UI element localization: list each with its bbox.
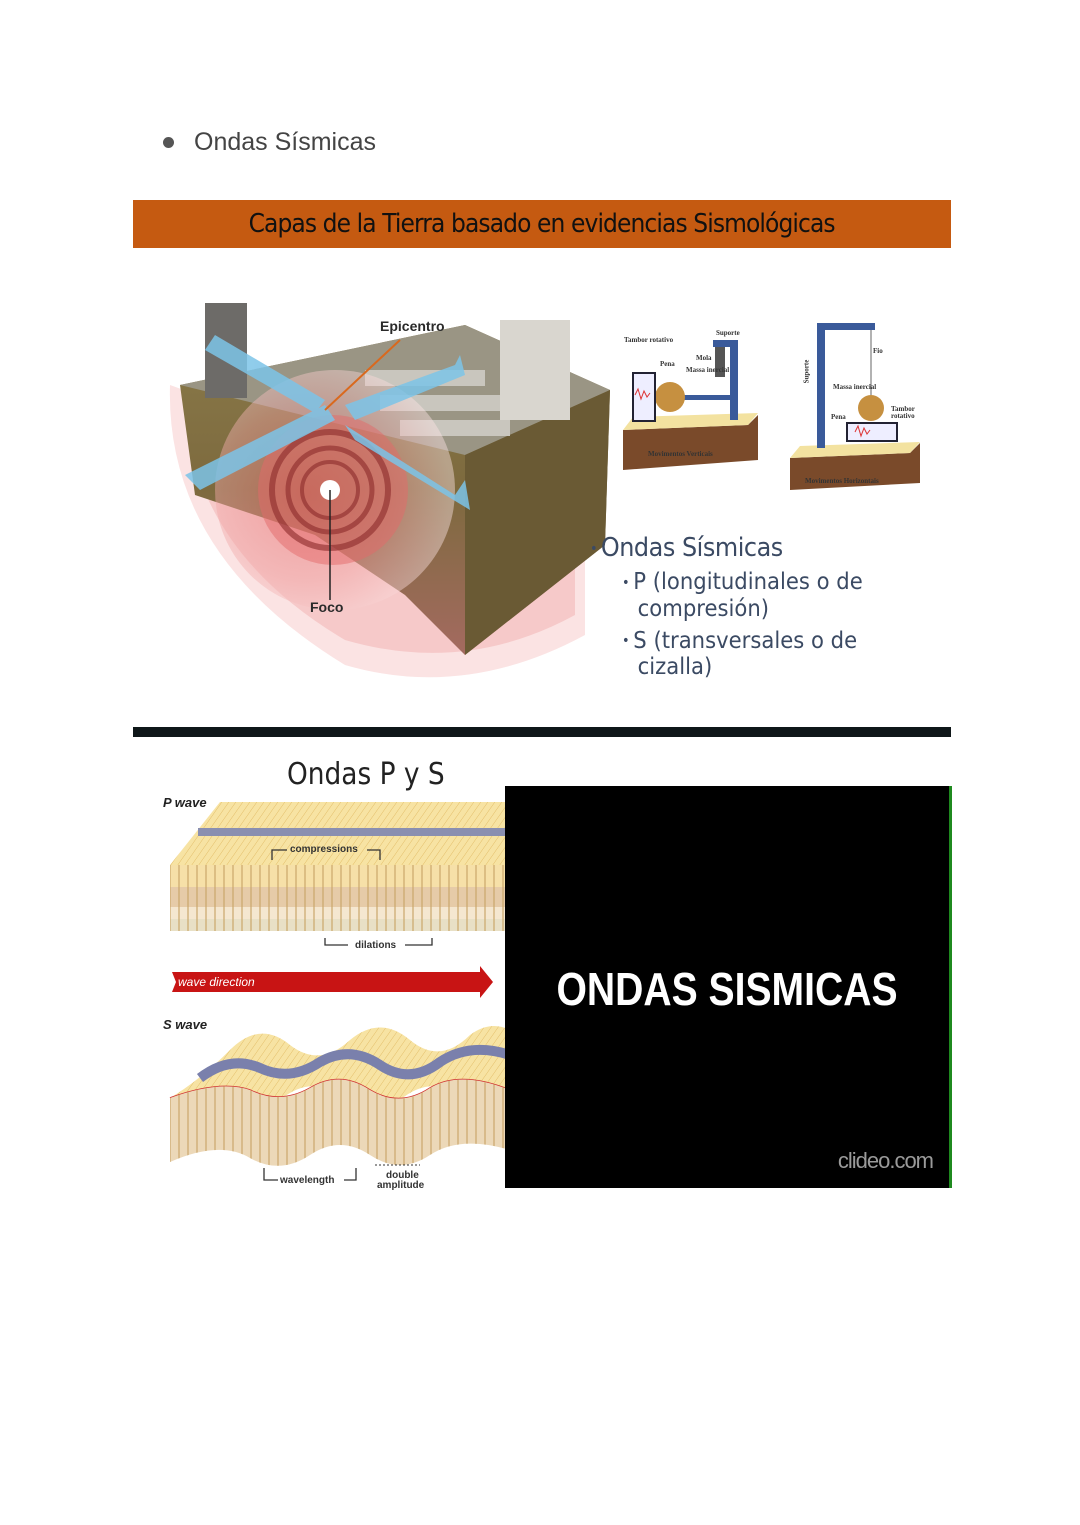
- label-pena: Pena: [660, 360, 675, 368]
- list-item-s-line1: S (transversales o de: [633, 627, 858, 654]
- bullet-text: Ondas Sísmicas: [194, 128, 377, 156]
- video-title: ONDAS SISMICAS: [556, 963, 898, 1015]
- seismograph-vertical-icon: [623, 340, 758, 470]
- label-pena-h: Pena: [831, 413, 846, 421]
- label-tambor-rotativo-h: Tambor rotativo: [891, 405, 915, 420]
- label-tambor-rotativo: Tambor rotativo: [624, 336, 674, 344]
- compressions-label: compressions: [290, 844, 358, 855]
- wave-direction-label: wave direction: [178, 975, 255, 989]
- seismograph-horizontal-diagram: Fio Suporte Massa inercial Tambor rotati…: [785, 318, 925, 493]
- label-suporte: Suporte: [716, 329, 740, 337]
- slide-divider: [133, 727, 951, 737]
- p-wave-label: P wave: [163, 795, 207, 810]
- video-watermark: clideo.com: [837, 1148, 934, 1173]
- earthquake-block-diagram: Epicentro Foco: [169, 303, 610, 678]
- label-movimentos-horizontais: Movimentos Horizontais: [805, 477, 879, 485]
- label-massa-inercial-h: Massa inercial: [833, 383, 877, 391]
- seismograph-horizontal-icon: [790, 323, 920, 490]
- video-player[interactable]: ONDAS SISMICAS clideo.com: [505, 786, 952, 1188]
- foco-label: Foco: [310, 599, 343, 615]
- list-item-p-line1: P (longitudinales o de: [633, 569, 863, 595]
- list-item-s-line2: cizalla): [637, 654, 713, 680]
- slide-banner-title: Capas de la Tierra basado en evidencias …: [248, 209, 836, 239]
- list-heading: •Ondas Sísmicas: [590, 533, 860, 563]
- label-movimentos-verticais: Movimentos Verticais: [648, 450, 713, 458]
- p-s-waves-diagram: P wave compressions dilations wave direc…: [163, 795, 510, 1191]
- double-label: double: [386, 1170, 419, 1181]
- bullet-icon: •: [622, 633, 630, 649]
- slide2-title: Ondas P y S: [287, 757, 445, 792]
- list-item-p-line2: compresión): [637, 595, 770, 622]
- document-bullet-item: Ondas Sísmicas: [163, 128, 376, 157]
- bullet-dot-icon: [163, 137, 174, 148]
- label-mola: Mola: [696, 354, 712, 362]
- slide-banner: Capas de la Tierra basado en evidencias …: [133, 200, 951, 248]
- amplitude-label: amplitude: [377, 1180, 425, 1191]
- dilations-label: dilations: [355, 940, 397, 951]
- list-heading-text: Ondas Sísmicas: [600, 533, 783, 563]
- bullet-icon: •: [622, 574, 630, 591]
- label-suporte-h: Suporte: [802, 359, 811, 384]
- epicentro-label: Epicentro: [380, 318, 445, 334]
- seismograph-vertical-diagram: Tambor rotativo Suporte Pena Mola Massa …: [618, 325, 763, 475]
- label-massa-inercial: Massa inercial: [686, 366, 730, 374]
- s-wave-label: S wave: [163, 1017, 207, 1032]
- wavelength-label: wavelength: [279, 1175, 334, 1186]
- bullet-icon: •: [590, 540, 598, 557]
- label-fio: Fio: [873, 347, 883, 355]
